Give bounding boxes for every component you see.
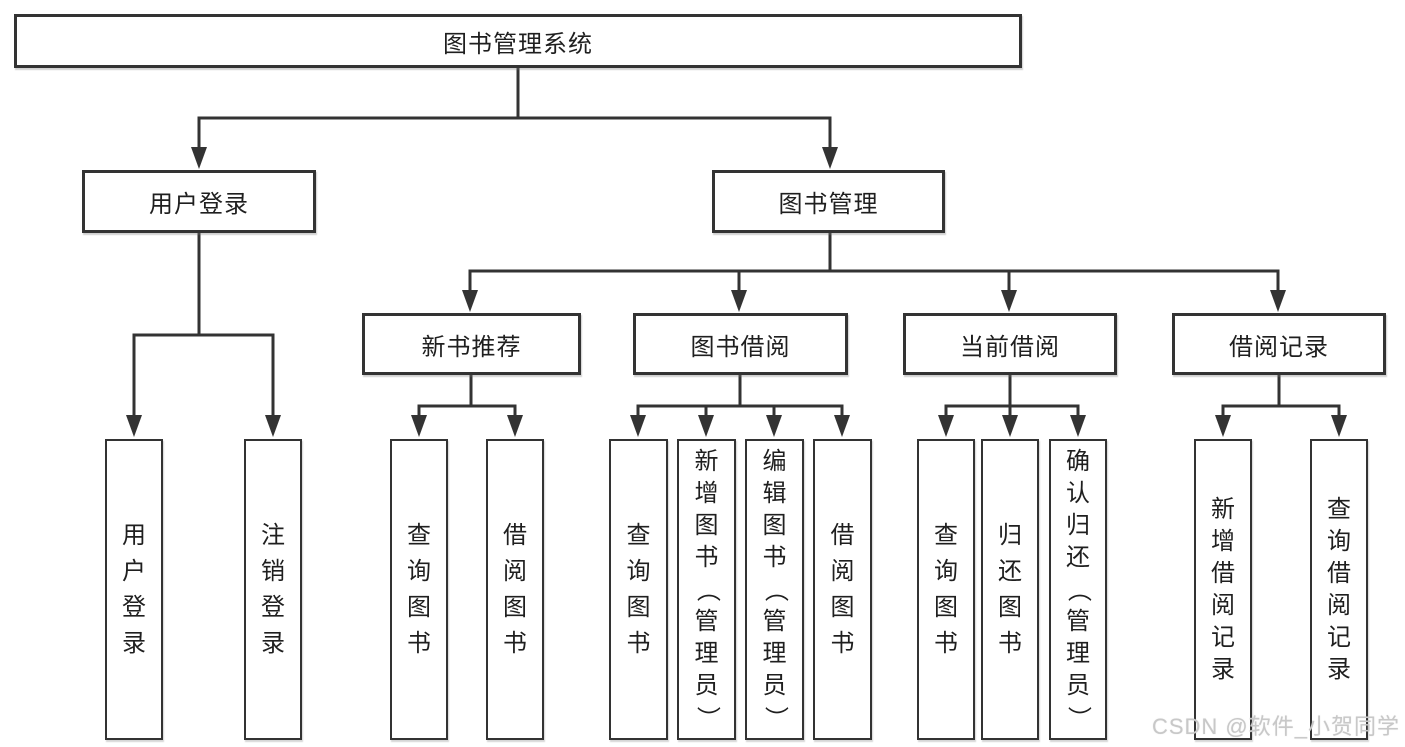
node-leaf-return-book: 归还图书 [981,439,1039,740]
node-leaf-borrow-books-recommend: 借阅图书 [486,439,544,740]
csdn-watermark: CSDN @软件_小贺同学 [1151,714,1400,739]
arrow-icon [834,415,850,437]
arrow-icon [630,415,646,437]
arrow-icon [507,415,523,437]
node-book-management-label: 图书管理 [778,191,879,218]
node-leaf-query-books-borrowing: 查询图书 [609,439,668,740]
arrow-icon [766,415,782,437]
arrow-icon [191,147,207,169]
arrow-icon [1002,415,1018,437]
arrow-icon [698,415,714,437]
connector-root-to-level1 [197,64,832,152]
arrow-icon [462,290,478,312]
arrow-icon [1331,415,1347,437]
node-current-borrowing-label: 当前借阅 [960,333,1060,361]
connector-bookmgmt-children [468,229,1280,295]
node-leaf-query-books-recommend-label: 查询图书 [407,521,431,657]
node-leaf-query-books-current-label: 查询图书 [934,521,958,657]
node-user-login: 用户登录 [82,170,316,233]
node-leaf-add-book-admin: 新增图书（管理员） [677,439,736,740]
connector-current-children [944,371,1080,420]
node-leaf-logout: 注销登录 [244,439,302,740]
node-borrowing-records-label: 借阅记录 [1229,333,1329,361]
node-library-management-system: 图书管理系统 [14,14,1022,68]
node-new-book-recommend: 新书推荐 [362,313,581,375]
node-leaf-add-book-admin-label: 新增图书（管理员） [693,447,721,730]
arrow-icon [411,415,427,437]
node-leaf-borrow-books-recommend-label: 借阅图书 [503,521,527,657]
arrow-icon [938,415,954,437]
node-leaf-edit-book-admin-label: 编辑图书（管理员） [761,447,789,730]
node-borrowing-records: 借阅记录 [1172,313,1386,375]
node-book-borrowing-label: 图书借阅 [690,333,791,361]
node-current-borrowing: 当前借阅 [903,313,1117,375]
arrow-icon [731,290,747,312]
arrow-icon [822,147,838,169]
node-root-label: 图书管理系统 [443,30,593,58]
node-leaf-logout-label: 注销登录 [261,521,285,657]
node-leaf-add-borrow-record: 新增借阅记录 [1194,439,1252,740]
node-user-login-label: 用户登录 [149,191,249,218]
node-leaf-user-login-label: 用户登录 [122,521,146,657]
node-leaf-confirm-return-admin-label: 确认归还（管理员） [1065,447,1092,730]
connector-records-children [1221,371,1341,420]
node-leaf-confirm-return-admin: 确认归还（管理员） [1049,439,1107,740]
arrow-icon [1270,290,1286,312]
arrow-icon [1001,290,1017,312]
node-leaf-query-books-recommend: 查询图书 [390,439,448,740]
node-leaf-query-books-current: 查询图书 [917,439,975,740]
connector-borrowing-children [636,371,844,420]
connector-newbooks-children [417,371,517,420]
node-new-book-recommend-label: 新书推荐 [421,333,522,361]
connector-userlogin-children [132,229,275,420]
arrow-icon [1070,415,1086,437]
node-leaf-user-login: 用户登录 [105,439,163,740]
node-leaf-query-borrow-record-label: 查询借阅记录 [1327,495,1351,683]
node-leaf-query-books-borrowing-label: 查询图书 [626,521,651,657]
node-book-management: 图书管理 [712,170,945,233]
arrow-icon [1215,415,1231,437]
arrow-icon [265,415,281,437]
node-leaf-borrow-book-label: 借阅图书 [830,521,855,657]
node-leaf-return-book-label: 归还图书 [998,521,1022,657]
node-leaf-borrow-book: 借阅图书 [813,439,872,740]
node-book-borrowing: 图书借阅 [633,313,848,375]
node-leaf-query-borrow-record: 查询借阅记录 [1310,439,1368,740]
node-leaf-add-borrow-record-label: 新增借阅记录 [1211,495,1235,683]
arrow-icon [126,415,142,437]
node-leaf-edit-book-admin: 编辑图书（管理员） [745,439,804,740]
